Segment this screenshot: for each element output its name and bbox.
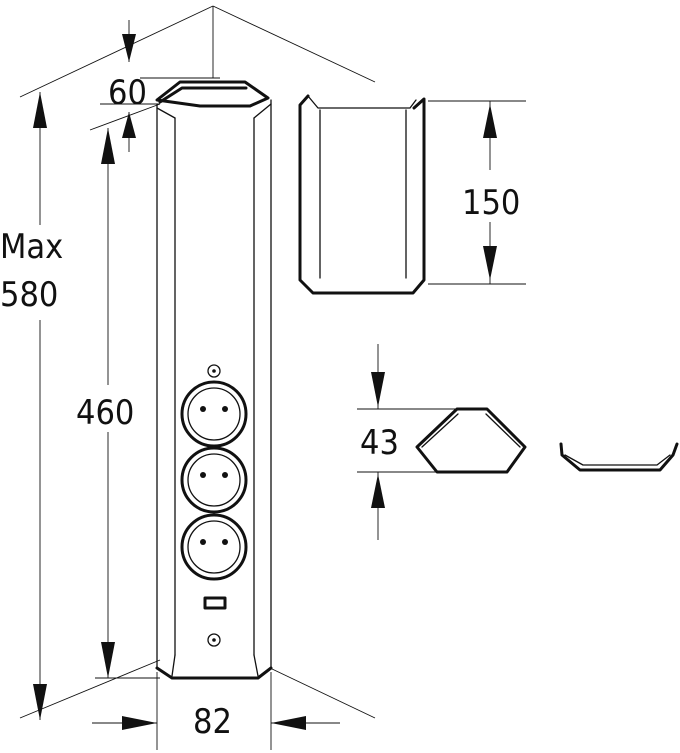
dimension-max-value: 580 <box>0 275 58 315</box>
socket-column <box>155 80 273 680</box>
schuko-socket-icon <box>180 513 248 581</box>
dimension-max-height: Max 580 <box>0 92 63 720</box>
dimension-width: 82 <box>92 672 340 750</box>
schuko-socket-icon <box>180 446 248 514</box>
dimension-width-label: 82 <box>193 702 232 742</box>
usb-port-icon <box>203 596 227 610</box>
dimension-cover-height: 150 <box>428 100 526 285</box>
schuko-socket-icon <box>180 380 248 448</box>
dimension-profile-depth: 43 <box>357 344 455 540</box>
dimension-cover-height-label: 150 <box>462 183 520 223</box>
cover-piece <box>298 94 426 295</box>
profile-hexagon <box>415 407 527 474</box>
dimension-max-label: Max <box>0 227 63 267</box>
indicator-light-icon <box>207 364 221 378</box>
dimension-profile-depth-label: 43 <box>360 423 399 463</box>
corner-outline <box>19 5 376 719</box>
dimension-depth: 60 <box>100 20 220 152</box>
dimension-body-height-label: 460 <box>76 393 134 433</box>
indicator-light-icon <box>207 633 221 647</box>
dimension-body-height: 460 <box>76 128 160 679</box>
dimension-depth-label: 60 <box>108 73 147 113</box>
channel-profile <box>559 442 679 472</box>
